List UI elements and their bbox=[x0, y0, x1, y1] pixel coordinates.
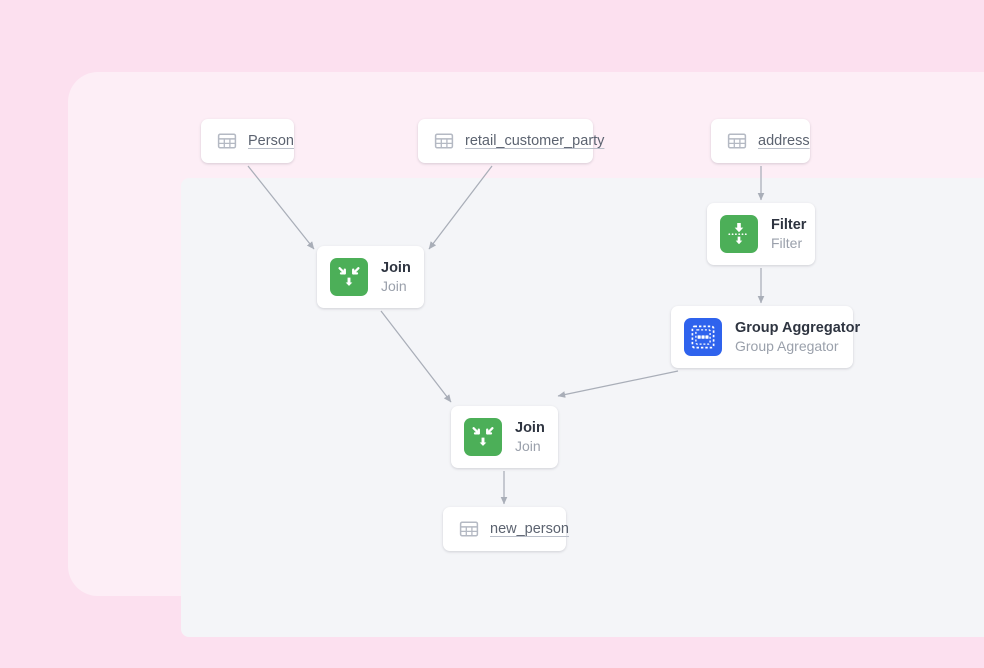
node-subtitle: Group Agregator bbox=[735, 338, 839, 355]
table-icon bbox=[459, 521, 479, 537]
node-address[interactable]: address bbox=[711, 119, 810, 163]
node-label: retail_customer_party bbox=[465, 133, 605, 149]
node-subtitle: Join bbox=[381, 278, 407, 295]
node-icon-tile bbox=[330, 258, 368, 296]
table-icon bbox=[434, 133, 454, 149]
node-person[interactable]: Person bbox=[201, 119, 294, 163]
node-icon-tile bbox=[720, 215, 758, 253]
group-aggregator-icon bbox=[691, 325, 715, 349]
node-icon-tile bbox=[684, 318, 722, 356]
table-icon bbox=[217, 133, 237, 149]
node-retail_customer_party[interactable]: retail_customer_party bbox=[418, 119, 604, 163]
node-title: Join bbox=[381, 259, 411, 276]
filter-icon bbox=[728, 223, 750, 246]
node-title: Filter bbox=[771, 216, 807, 233]
join-icon bbox=[338, 267, 360, 288]
node-title: Group Aggregator bbox=[735, 319, 861, 336]
node-label: address bbox=[758, 133, 810, 149]
table-icon bbox=[727, 133, 747, 149]
node-icon-tile bbox=[464, 418, 502, 456]
node-subtitle: Filter bbox=[771, 235, 803, 252]
node-subtitle: Join bbox=[515, 438, 541, 455]
node-title: Join bbox=[515, 419, 545, 436]
flow-canvas[interactable] bbox=[181, 178, 984, 637]
node-label: Person bbox=[248, 133, 294, 149]
node-label: new_person bbox=[490, 521, 569, 537]
join-icon bbox=[472, 427, 494, 448]
node-new_person[interactable]: new_person bbox=[443, 507, 569, 551]
